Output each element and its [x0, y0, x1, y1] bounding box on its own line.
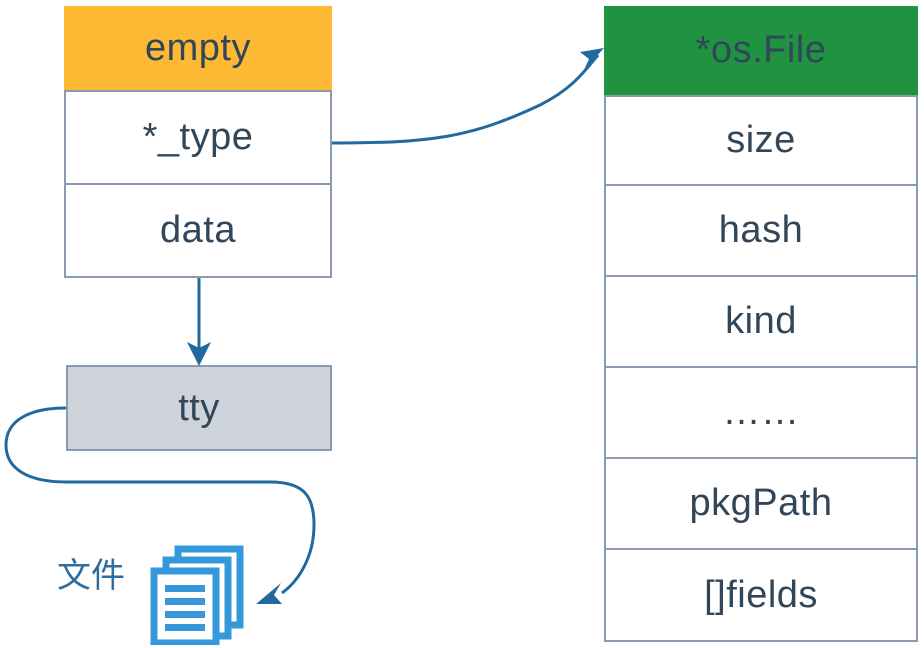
- empty-struct-row-data: data: [64, 185, 332, 278]
- osfile-row-ellipsis: ……: [604, 368, 918, 459]
- osfile-row-pkgpath: pkgPath: [604, 459, 918, 550]
- osfile-row-hash: hash: [604, 186, 918, 277]
- file-caption-label: 文件: [57, 557, 125, 595]
- empty-struct-header: empty: [64, 6, 332, 90]
- tty-box: tty: [66, 365, 332, 451]
- empty-struct-row-type: *_type: [64, 90, 332, 185]
- osfile-struct-header: *os.File: [604, 6, 918, 95]
- connector-data-to-tty: [187, 278, 211, 366]
- osfile-row-size: size: [604, 95, 918, 186]
- osfile-row-kind: kind: [604, 277, 918, 368]
- osfile-row-fields: []fields: [604, 550, 918, 642]
- documents-stack-icon: [148, 545, 268, 647]
- connector-type-to-osfile: [331, 48, 604, 145]
